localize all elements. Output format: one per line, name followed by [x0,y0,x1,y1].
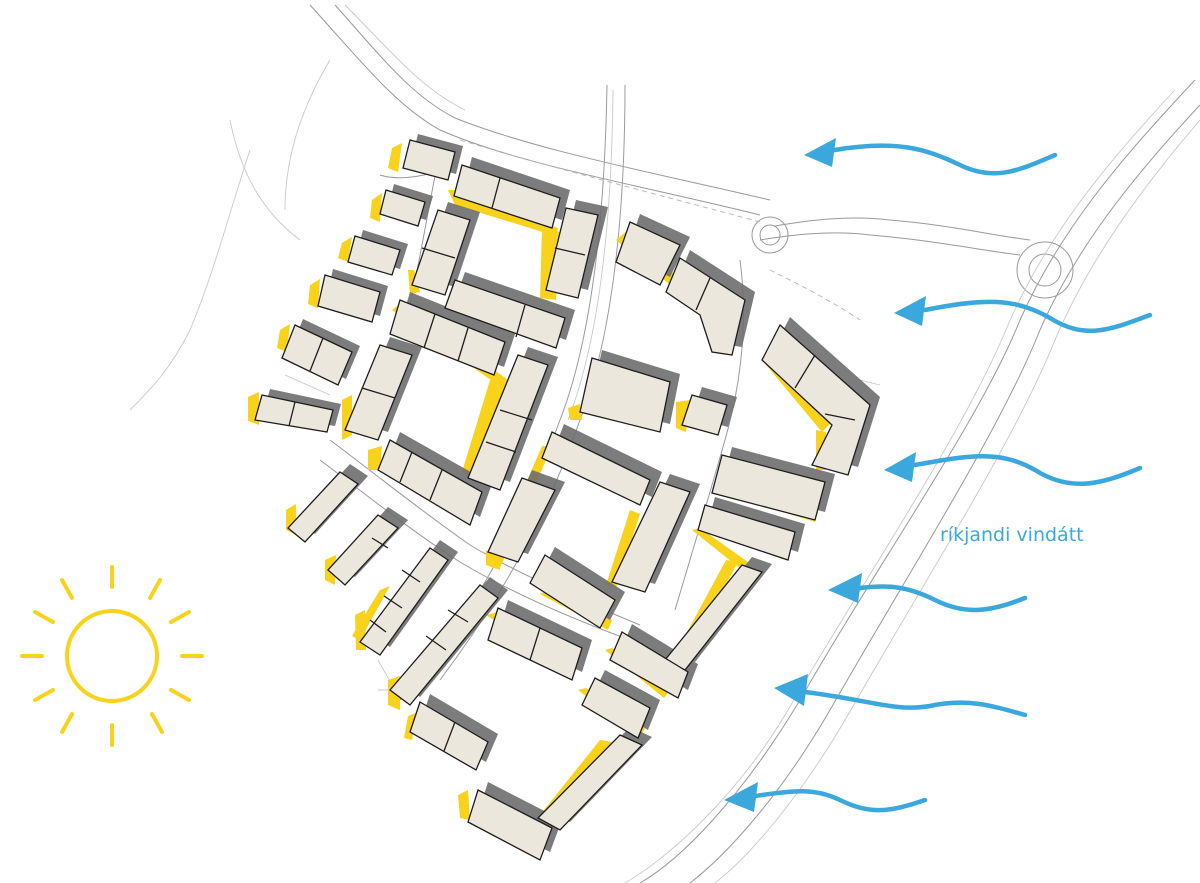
wind-arrow-icon [774,674,1028,718]
buildings [254,139,871,861]
sun-icon [20,565,204,747]
wind-arrows [724,138,1153,813]
wind-arrow-icon [804,138,1058,176]
wind-arrow-icon [884,452,1143,487]
wind-arrow-icon [894,296,1153,333]
wind-arrow-icon [828,573,1028,613]
road-network [129,4,1200,883]
wind-arrow-icon [724,782,928,813]
wind-direction-label: ríkjandi vindátt [940,524,1084,546]
